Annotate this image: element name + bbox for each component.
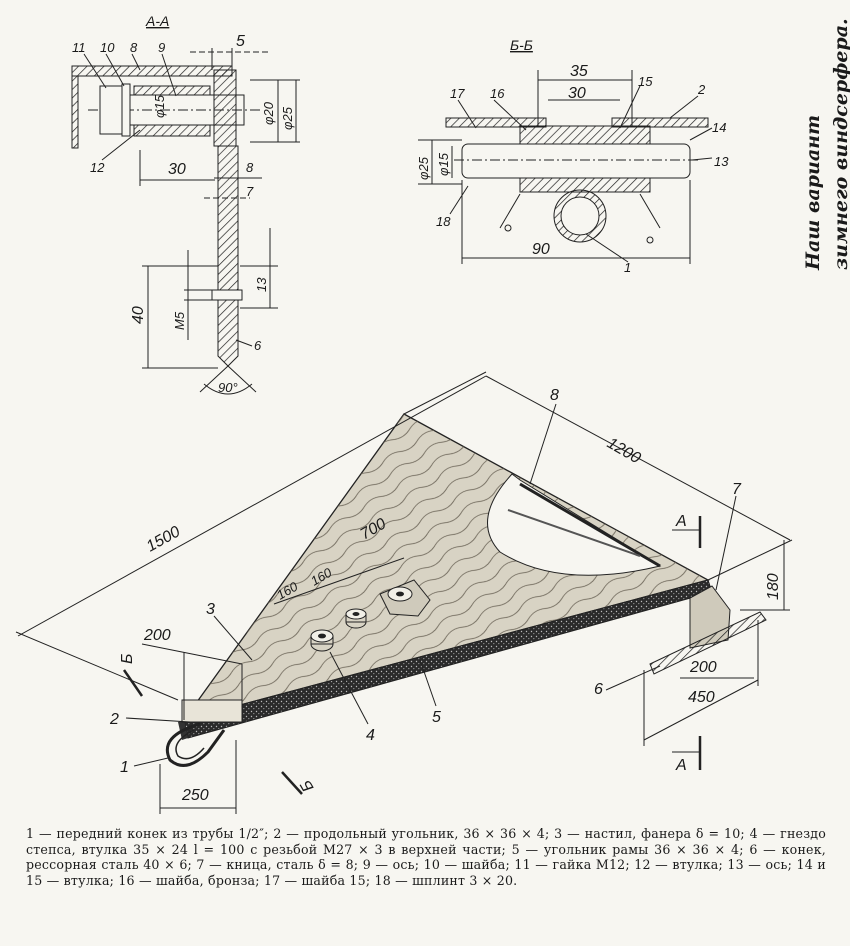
bb-axle bbox=[461, 143, 691, 179]
part-4: 4 bbox=[366, 727, 375, 744]
bb-part-16: 16 bbox=[490, 86, 505, 101]
aa-dim-13: 13 bbox=[254, 277, 269, 292]
part-3: 3 bbox=[206, 601, 215, 618]
aa-part-10: 10 bbox=[100, 40, 115, 55]
dim-1200: 1200 bbox=[604, 435, 643, 468]
section-bb-title: Б-Б bbox=[510, 37, 533, 53]
aa-dim-phi20: φ20 bbox=[261, 101, 276, 125]
bb-part-2: 2 bbox=[697, 82, 706, 97]
bb-part-13: 13 bbox=[714, 154, 729, 169]
dim-200-rear: 200 bbox=[689, 659, 717, 676]
part-6: 6 bbox=[594, 681, 603, 698]
bb-plate-right bbox=[611, 117, 709, 128]
front-angle bbox=[181, 699, 243, 723]
cut-a-top: А bbox=[675, 513, 687, 530]
aa-screw-m5 bbox=[211, 289, 243, 301]
cut-a-bottom: А bbox=[675, 757, 687, 774]
bb-dim-phi25: φ25 bbox=[416, 156, 431, 180]
aa-dim-phi25: φ25 bbox=[280, 106, 295, 130]
dim-180: 180 bbox=[765, 573, 782, 600]
part-5: 5 bbox=[432, 709, 441, 726]
bb-dim-30: 30 bbox=[568, 85, 586, 102]
aa-wall bbox=[71, 75, 79, 149]
part-1: 1 bbox=[120, 759, 129, 776]
bb-part-17: 17 bbox=[450, 86, 465, 101]
part-8: 8 bbox=[550, 387, 559, 404]
bb-part-15: 15 bbox=[638, 74, 653, 89]
section-aa-view: А-А 5 φ20 φ25 φ15 30 8 7 bbox=[71, 13, 300, 395]
aa-dim-m5: M5 bbox=[172, 311, 187, 330]
parts-legend: 1 — передний конек из трубы 1/2″; 2 — пр… bbox=[26, 826, 826, 888]
aa-nut bbox=[99, 85, 123, 135]
aa-part-6: 6 bbox=[254, 338, 262, 353]
rear-skate bbox=[649, 611, 767, 675]
aa-skate-blade bbox=[217, 145, 239, 367]
caption-line-2: зимнего виндсерфера. bbox=[830, 18, 850, 270]
part-2: 2 bbox=[109, 711, 119, 728]
cut-b-left: Б bbox=[119, 654, 136, 664]
bb-plate-left bbox=[445, 117, 547, 128]
bb-part-1: 1 bbox=[624, 260, 631, 275]
dim-200-front: 200 bbox=[143, 627, 171, 644]
aa-dim-40: 40 bbox=[130, 306, 147, 324]
front-skate bbox=[165, 722, 226, 767]
isometric-view: 1500 1200 700 160 160 200 250 180 200 45… bbox=[15, 371, 793, 814]
aa-dim-30: 30 bbox=[168, 161, 186, 178]
aa-dim-8: 8 bbox=[246, 160, 254, 175]
dim-450: 450 bbox=[688, 689, 715, 706]
part-7: 7 bbox=[732, 481, 742, 498]
bb-part-14: 14 bbox=[712, 120, 726, 135]
aa-part-12: 12 bbox=[90, 160, 105, 175]
aa-dim-7: 7 bbox=[246, 184, 254, 199]
side-caption: Наш вариант зимнего виндсерфера. bbox=[756, 18, 850, 280]
aa-angle-90: 90° bbox=[218, 380, 238, 395]
aa-dim-phi15: φ15 bbox=[152, 94, 167, 118]
bb-dim-phi15: φ15 bbox=[436, 152, 451, 176]
deck-cutout bbox=[487, 473, 662, 576]
bb-part-18: 18 bbox=[436, 214, 451, 229]
dim-250: 250 bbox=[181, 787, 209, 804]
bb-dim-35: 35 bbox=[570, 63, 588, 80]
caption-line-1: Наш вариант bbox=[802, 114, 824, 270]
aa-knee-plate bbox=[213, 69, 237, 147]
aa-part-9: 9 bbox=[158, 40, 165, 55]
aa-dim-5: 5 bbox=[236, 33, 245, 50]
section-aa-title: А-А bbox=[145, 13, 169, 29]
bb-dim-90: 90 bbox=[532, 241, 550, 258]
section-bb-view: Б-Б 35 30 φ25 φ15 90 1 bbox=[416, 37, 729, 275]
aa-part-11: 11 bbox=[72, 40, 86, 55]
aa-deck-plate bbox=[71, 65, 233, 77]
aa-part-8: 8 bbox=[130, 40, 138, 55]
dim-1500: 1500 bbox=[144, 523, 183, 555]
aa-washer bbox=[121, 83, 131, 137]
cut-b-right: Б bbox=[298, 777, 318, 795]
